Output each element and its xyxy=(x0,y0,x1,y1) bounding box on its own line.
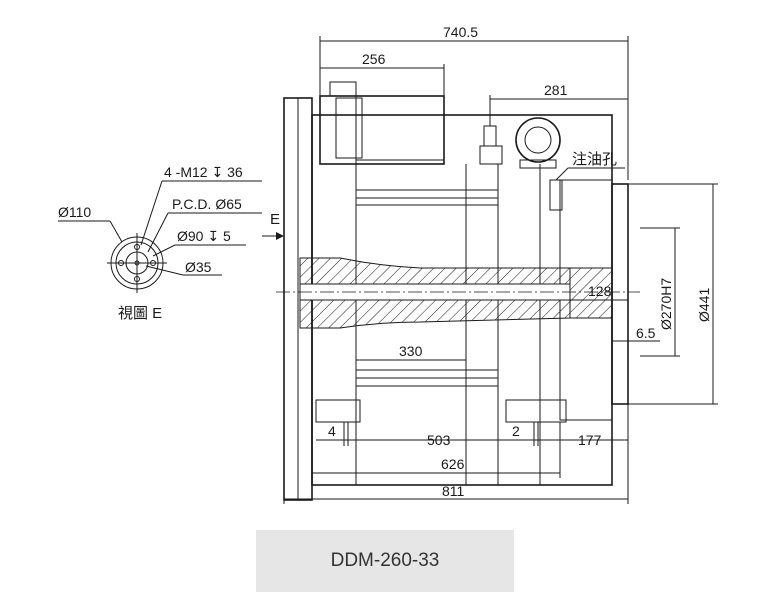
oil-hole-label: 注油孔 xyxy=(572,151,617,168)
dim-330: 330 xyxy=(399,343,423,359)
view-e-detail xyxy=(58,180,262,293)
dimension-lines xyxy=(283,36,718,504)
dim-256: 256 xyxy=(362,51,386,67)
model-caption: DDM-260-33 xyxy=(330,550,440,571)
dim-441: Ø441 xyxy=(696,288,712,322)
dim-2: 2 xyxy=(512,423,520,439)
dim-128: 128 xyxy=(588,283,612,299)
view-arrow-e xyxy=(262,232,284,240)
dim-281: 281 xyxy=(544,82,568,98)
dim-6-5: 6.5 xyxy=(636,325,656,341)
view-e-label: 視圖 E xyxy=(118,305,162,322)
dim-626: 626 xyxy=(441,456,465,472)
view-e-dim-d90: Ø90 ↧ 5 xyxy=(177,228,231,244)
view-e-dim-m12: 4 -M12 ↧ 36 xyxy=(164,164,243,180)
view-e-dim-pcd: P.C.D. Ø65 xyxy=(172,196,242,212)
dim-4: 4 xyxy=(328,423,336,439)
view-e-dim-d110: Ø110 xyxy=(58,204,91,220)
dim-740-5: 740.5 xyxy=(443,24,478,40)
view-e-dim-d35: Ø35 xyxy=(185,259,212,275)
view-marker-e: E xyxy=(270,211,280,228)
dim-270h7: Ø270H7 xyxy=(658,278,674,330)
caption-box: DDM-260-33 xyxy=(256,530,514,592)
dim-177: 177 xyxy=(578,432,602,448)
dim-503: 503 xyxy=(427,432,451,448)
shaft-section xyxy=(276,257,640,329)
dim-811: 811 xyxy=(442,483,465,499)
